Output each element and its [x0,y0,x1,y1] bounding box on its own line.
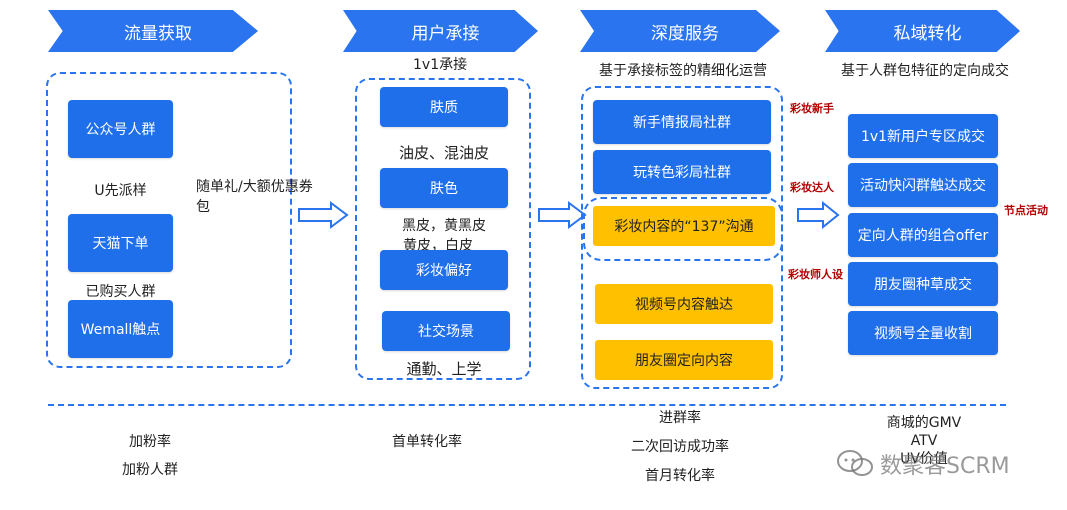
reception-skin-color-detail: 黑皮，黄黑皮 黄皮，白皮 [380,215,508,255]
service-box-color-group: 玩转色彩局社群 [593,150,771,194]
flow-arrow-icon [538,201,587,229]
reception-group [355,78,531,380]
reception-subtitle: 1v1承接 [413,57,468,73]
traffic-group [46,72,292,368]
conversion-box-targeted-offer: 定向人群的组合offer [848,213,998,257]
metrics-traffic: 加粉率 加粉人群 [100,428,200,484]
tag-makeup-expert: 彩妆达人 [790,181,834,194]
conversion-subtitle: 基于人群包特征的定向成交 [841,63,1009,79]
traffic-box-tmall: 天猫下单 [68,214,173,272]
traffic-box-official-account: 公众号人群 [68,100,173,158]
service-subtitle: 基于承接标签的精细化运营 [599,63,767,79]
stage-title: 私域转化 [893,23,962,44]
metrics-divider [48,404,1006,406]
reception-box-social-scene: 社交场景 [382,311,510,351]
metrics-service: 进群率 二次回访成功率 首月转化率 [615,404,745,491]
reception-box-skin-quality: 肤质 [380,87,508,127]
traffic-box-wemall: Wemall触点 [68,300,173,358]
conversion-box-1v1-new-user: 1v1新用户专区成交 [848,114,998,158]
tag-node-activity: 节点活动 [1004,204,1048,217]
traffic-label-bought: 已购买人群 [85,284,156,300]
flow-arrow-icon [298,201,349,229]
metrics-conversion: 商城的GMV ATV UV价值 [864,414,984,468]
metric: 加粉率 [129,434,171,450]
traffic-label-sample: U先派样 [94,183,147,199]
service-highlight-group [583,197,783,261]
chat-bubble-icon [837,450,873,476]
tag-makeup-novice: 彩妆新手 [790,102,834,115]
metric: 进群率 [659,410,701,426]
watermark-text: 数聚客SCRM [880,454,1010,479]
traffic-side-text: 随单礼/大额优惠券 包 [196,176,313,216]
service-box-moments-content: 朋友圈定向内容 [595,340,773,380]
reception-box-skin-color: 肤色 [380,168,508,208]
stage-title: 深度服务 [651,23,719,44]
stage-title: 用户承接 [411,23,480,44]
flow-arrow-icon [797,201,840,229]
metric: 二次回访成功率 [631,439,729,455]
metric: 首单转化率 [392,434,462,450]
tag-makeup-artist: 彩妆师人设 [788,268,843,281]
metric: ATV [910,433,938,449]
metric: UV价值 [900,451,948,467]
reception-skin-quality-detail: 油皮、混油皮 [398,144,489,162]
reception-social-scene-detail: 通勤、上学 [406,360,482,378]
conversion-box-flash-group: 活动快闪群触达成交 [848,163,998,207]
service-box-137-communication: 彩妆内容的“137”沟通 [593,206,775,246]
metrics-reception: 首单转化率 [377,428,477,456]
service-box-channels-content: 视频号内容触达 [595,284,773,324]
watermark: 数聚客SCRM [836,448,1010,480]
service-box-novice-group: 新手情报局社群 [593,100,771,144]
traffic-side-text-line2: 包 [196,199,210,215]
conversion-box-channels-harvest: 视频号全量收割 [848,311,998,355]
reception-box-makeup-pref: 彩妆偏好 [380,250,508,290]
conversion-box-moments: 朋友圈种草成交 [848,262,998,306]
stage-header-reception: 用户承接 [343,10,538,52]
metric: 首月转化率 [645,468,715,484]
traffic-side-text-line1: 随单礼/大额优惠券 [196,179,313,195]
metric: 加粉人群 [122,462,178,478]
stage-title: 流量获取 [124,23,192,44]
metric: 商城的GMV [886,415,962,431]
stage-header-conversion: 私域转化 [825,10,1020,52]
stage-header-service: 深度服务 [580,10,780,52]
reception-skin-color-detail-line1: 黑皮，黄黑皮 [402,218,486,234]
stage-header-traffic: 流量获取 [48,10,258,52]
